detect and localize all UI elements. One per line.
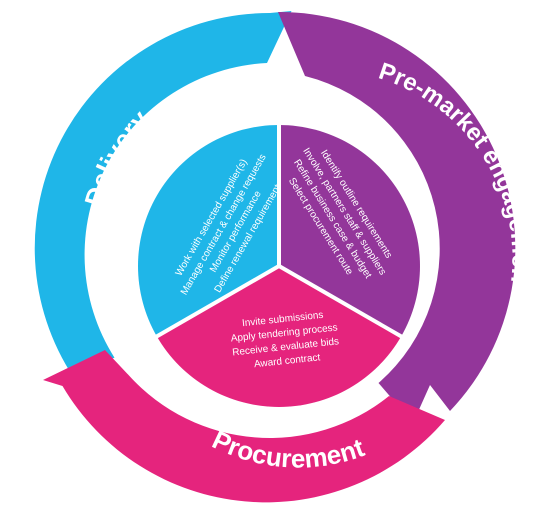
delivery-inner-sector [138, 125, 279, 337]
sector-dividers [153, 122, 405, 340]
procurement-inner-sector [156, 266, 402, 407]
premarket-inner-sector [279, 125, 420, 337]
delivery-outer-segment [34, 11, 292, 371]
procurement-outer-segment [43, 350, 445, 503]
premarket-outer-segment [278, 11, 516, 423]
